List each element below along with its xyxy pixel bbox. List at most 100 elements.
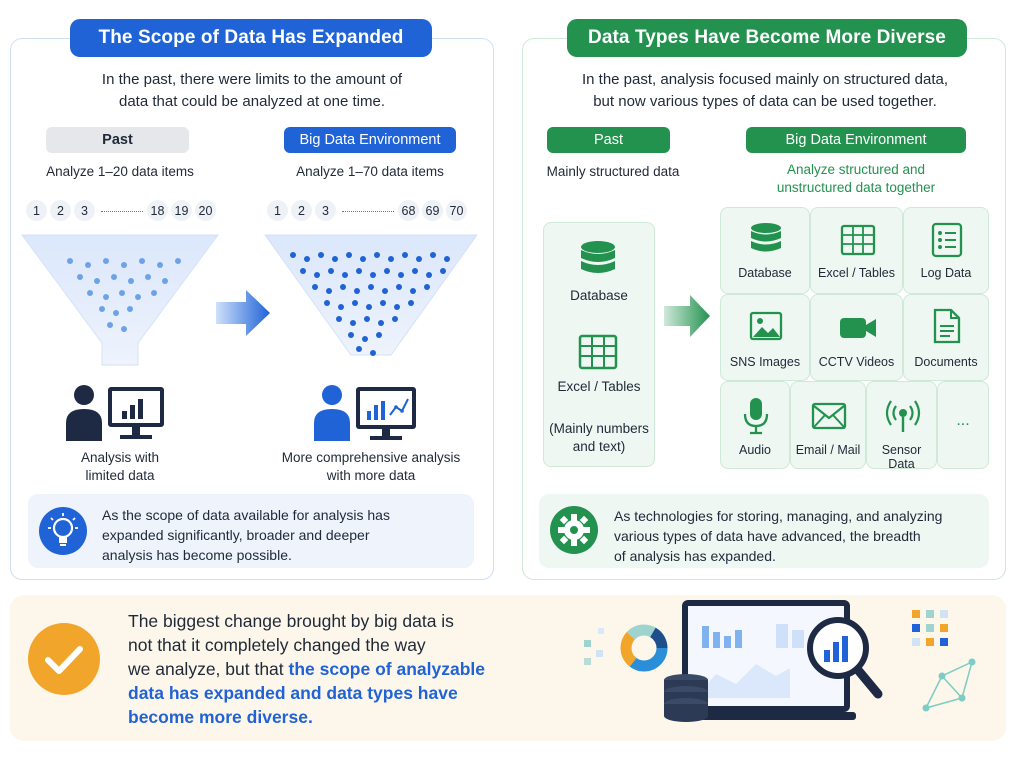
limited-analysis-caption: Analysis with limited data — [80, 450, 160, 483]
funnel-dot — [157, 262, 163, 268]
number-chip: 18 — [147, 200, 168, 221]
funnel-dot — [382, 288, 388, 294]
table-icon — [840, 224, 876, 256]
funnel-dot — [324, 300, 330, 306]
funnel-dot — [360, 256, 366, 262]
funnel-dot — [99, 306, 105, 312]
small-funnel — [21, 234, 219, 366]
tile-sensor: Sensor Data — [866, 381, 937, 471]
funnel-dot — [314, 272, 320, 278]
funnel-dot — [87, 290, 93, 296]
funnel-dot — [113, 310, 119, 316]
types-big-caption: Analyze structured and unstructured data… — [776, 162, 936, 195]
types-past-pill: Past — [547, 127, 670, 153]
funnel-dot — [151, 290, 157, 296]
funnel-dot — [340, 284, 346, 290]
number-chip: 2 — [50, 200, 71, 221]
funnel-dot — [328, 268, 334, 274]
scope-tip — [28, 494, 474, 568]
funnel-dot — [94, 278, 100, 284]
funnel-dot — [364, 316, 370, 322]
types-title: Data Types Have Become More Diverse — [567, 19, 967, 57]
funnel-dot — [416, 256, 422, 262]
tile-excel: Excel / Tables — [810, 207, 903, 294]
funnel-dot — [402, 252, 408, 258]
number-chip: 3 — [315, 200, 336, 221]
number-chip: 20 — [195, 200, 216, 221]
funnel-dot — [412, 268, 418, 274]
funnel-dot — [384, 268, 390, 274]
funnel-dot — [394, 304, 400, 310]
analyst-comprehensive-icon — [314, 385, 416, 441]
funnel-dot — [318, 252, 324, 258]
funnel-dot — [304, 256, 310, 262]
funnel-dot — [392, 316, 398, 322]
big-data-pill: Big Data Environment — [284, 127, 456, 153]
microphone-icon — [743, 398, 769, 435]
number-chip: 3 — [74, 200, 95, 221]
database-icon — [581, 241, 615, 273]
funnel-dot — [356, 268, 362, 274]
funnel-dot — [121, 262, 127, 268]
past-database-label: Database — [570, 288, 628, 303]
checkmark-icon — [28, 623, 100, 695]
funnel-dot — [410, 288, 416, 294]
funnel-dot — [366, 304, 372, 310]
funnel-dot — [376, 332, 382, 338]
funnel-dot — [290, 252, 296, 258]
funnel-dot — [346, 252, 352, 258]
funnel-dot — [398, 272, 404, 278]
large-funnel — [264, 234, 478, 356]
log-list-icon — [931, 222, 963, 258]
funnel-dot — [362, 336, 368, 342]
funnel-dot — [444, 256, 450, 262]
funnel-dot — [426, 272, 432, 278]
arrow-right-icon — [216, 290, 270, 336]
funnel-dot — [440, 268, 446, 274]
big-caption: Analyze 1–70 data items — [296, 164, 444, 179]
funnel-dot — [67, 258, 73, 264]
funnel-dot — [424, 284, 430, 290]
funnel-dot — [175, 258, 181, 264]
ellipsis-line — [342, 211, 394, 212]
tile-audio: Audio — [720, 381, 790, 469]
number-chip: 69 — [422, 200, 443, 221]
funnel-dot — [338, 304, 344, 310]
database-icon — [751, 223, 781, 252]
funnel-dot — [85, 262, 91, 268]
funnel-dot — [352, 300, 358, 306]
video-camera-icon — [840, 318, 876, 338]
funnel-dot — [332, 256, 338, 262]
tile-documents: Documents — [903, 294, 989, 381]
funnel-dot — [145, 274, 151, 280]
number-chip: 1 — [267, 200, 288, 221]
funnel-dot — [162, 278, 168, 284]
number-chip: 19 — [171, 200, 192, 221]
past-structured-box — [543, 222, 655, 467]
types-tip-text: As technologies for storing, managing, a… — [614, 508, 943, 564]
scope-title: The Scope of Data Has Expanded — [70, 19, 432, 57]
tile-more: ... — [937, 381, 989, 469]
funnel-dot — [430, 252, 436, 258]
funnel-dot — [408, 300, 414, 306]
types-past-caption: Mainly structured data — [546, 164, 680, 179]
funnel-dot — [121, 326, 127, 332]
summary-text: The biggest change brought by big data i… — [128, 611, 485, 727]
funnel-dot — [368, 284, 374, 290]
funnel-dot — [127, 306, 133, 312]
tile-cctv: CCTV Videos — [810, 294, 903, 381]
number-chip: 68 — [398, 200, 419, 221]
funnel-dot — [139, 258, 145, 264]
funnel-dot — [354, 288, 360, 294]
types-tip — [539, 494, 989, 568]
number-chip: 2 — [291, 200, 312, 221]
funnel-dot — [378, 320, 384, 326]
funnel-dot — [77, 274, 83, 280]
funnel-dot — [348, 332, 354, 338]
number-chip: 1 — [26, 200, 47, 221]
types-intro: In the past, analysis focused mainly on … — [581, 71, 949, 110]
gear-icon — [550, 506, 598, 554]
table-icon — [578, 334, 618, 370]
comprehensive-analysis-caption: More comprehensive analysis with more da… — [281, 450, 461, 483]
past-caption: Analyze 1–20 data items — [46, 164, 194, 179]
